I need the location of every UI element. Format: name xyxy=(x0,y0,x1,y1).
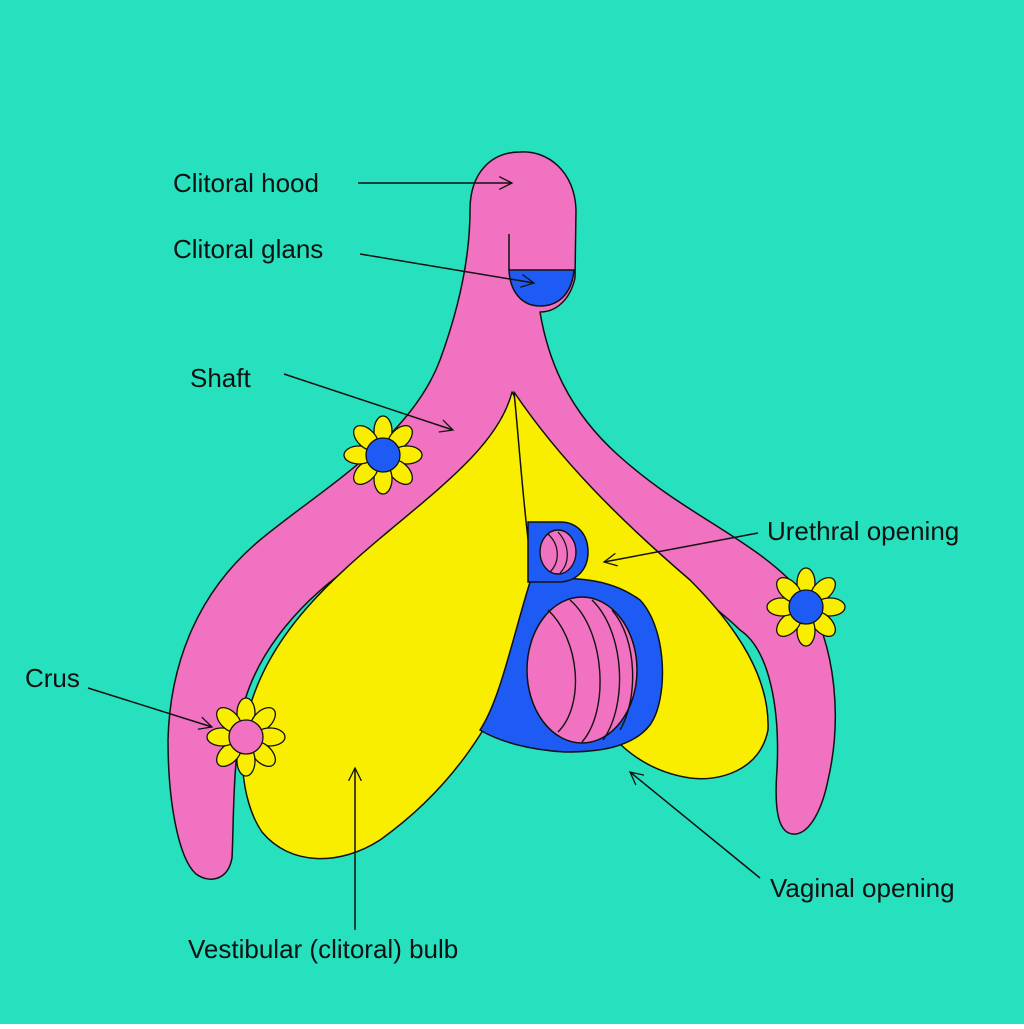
label-vaginal-opening: Vaginal opening xyxy=(770,873,955,903)
flower-center xyxy=(365,437,401,473)
label-vestibular-bulb: Vestibular (clitoral) bulb xyxy=(188,934,458,964)
label-clitoral-hood: Clitoral hood xyxy=(173,168,319,198)
urethral-opening-inner xyxy=(539,529,577,575)
urethral-opening-folds xyxy=(547,531,568,574)
vaginal-opening-arrow xyxy=(628,771,761,879)
shaft-arrow xyxy=(283,373,455,433)
flower-icon xyxy=(206,697,286,777)
flower-center xyxy=(228,719,264,755)
flower-icon xyxy=(343,415,423,495)
label-urethral-opening: Urethral opening xyxy=(767,516,959,546)
flower-icon xyxy=(766,567,846,647)
label-clitoral-glans: Clitoral glans xyxy=(173,234,323,264)
label-crus: Crus xyxy=(25,663,80,693)
label-shaft: Shaft xyxy=(190,363,251,393)
clitoral-glans-arrow xyxy=(359,253,536,288)
annotation-arrows xyxy=(87,176,761,930)
vaginal-opening-folds xyxy=(547,599,634,743)
flower-center xyxy=(788,589,824,625)
vaginal-opening-inner xyxy=(526,596,638,744)
urethral-opening-arrow xyxy=(602,532,759,567)
crus-arrow xyxy=(87,687,214,730)
